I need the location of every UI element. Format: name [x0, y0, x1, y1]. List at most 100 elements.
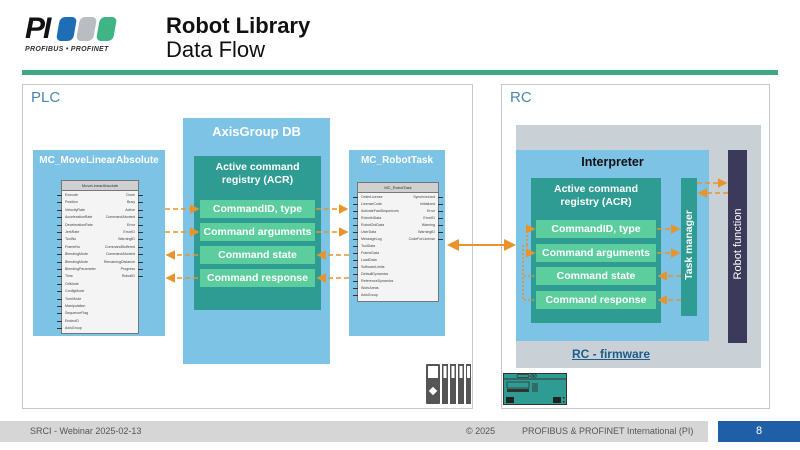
- interpreter-title: Interpreter: [581, 155, 644, 169]
- task-manager-label: Task manager: [683, 210, 695, 280]
- output-pin-label: CommandAborted: [105, 252, 135, 257]
- output-pin-tick: [138, 254, 143, 256]
- function-block-header: MC_RobotTask: [358, 183, 438, 193]
- axisgroup-db-title: AxisGroup DB: [212, 124, 301, 139]
- output-pin-tick: [138, 276, 143, 278]
- input-pin-label: ConfigMode: [65, 289, 85, 294]
- output-pin-tick: [438, 218, 443, 219]
- input-pin-tick: [57, 269, 62, 270]
- logo-square-gray: [75, 17, 98, 41]
- input-pin-label: ReferenceDynamics: [361, 279, 394, 283]
- robot-task-title: MC_RobotTask: [360, 155, 434, 166]
- move-linear-absolute-title: MC_MoveLinearAbsolute: [39, 155, 159, 166]
- input-pin-tick: [57, 254, 62, 256]
- output-pin-label: Warning: [421, 223, 435, 227]
- plc-acr-entry-command-arguments[interactable]: Command arguments: [200, 223, 315, 241]
- input-pin-label: VelocityRate: [65, 207, 85, 212]
- input-pin-label: Position: [65, 200, 78, 205]
- footer-organization: PROFIBUS & PROFINET International (PI): [522, 426, 694, 436]
- input-pin-tick: [353, 281, 358, 282]
- output-pin-label: RemainingDistance: [103, 259, 135, 264]
- input-pin-label: BlendingParameter: [65, 267, 96, 271]
- plc-hardware-icon: [425, 363, 471, 405]
- output-pin-label: RobotID: [121, 274, 135, 279]
- input-pin-tick: [353, 232, 358, 233]
- output-pin-tick: [138, 261, 143, 263]
- input-pin-tick: [353, 253, 358, 254]
- plc-label: PLC: [31, 89, 61, 106]
- output-pin-label: CommandAborted: [105, 215, 135, 220]
- output-pin-label: ErrorID: [123, 230, 135, 234]
- plc-acr-entry-command-state[interactable]: Command state: [200, 246, 315, 264]
- input-pin-tick: [57, 209, 62, 211]
- output-pin-tick: [438, 204, 443, 205]
- logo-square-green: [95, 17, 118, 41]
- output-pin-label: Error: [127, 222, 135, 227]
- plc-acr-registry: Active command registry (ACR) CommandID,…: [194, 156, 321, 310]
- input-pin-tick: [353, 218, 358, 219]
- input-pin-tick: [353, 239, 358, 240]
- rc-acr-entry-command-state[interactable]: Command state: [536, 267, 656, 285]
- input-pin-tick: [57, 276, 62, 278]
- input-pin-tick: [353, 260, 358, 261]
- output-pin-tick: [138, 246, 143, 248]
- output-pin-tick: [138, 269, 143, 270]
- output-pin-tick: [138, 195, 143, 196]
- input-pin-tick: [57, 283, 62, 285]
- rc-label: RC: [510, 89, 532, 106]
- rc-acr-entry-command-id[interactable]: CommandID, type: [536, 220, 656, 238]
- task-manager-block[interactable]: Task manager: [681, 178, 697, 316]
- input-pin-tick: [353, 225, 358, 226]
- input-pin-label: OriMode: [65, 281, 79, 286]
- output-pin-tick: [138, 217, 143, 219]
- input-pin-label: AxisGroup: [361, 293, 378, 297]
- rc-acr-entry-command-response[interactable]: Command response: [536, 291, 656, 309]
- input-pin-tick: [57, 217, 62, 219]
- input-pin-label: JerkRate: [65, 230, 80, 234]
- plc-acr-entry-command-response[interactable]: Command response: [200, 269, 315, 287]
- input-pin-label: Execute: [65, 193, 78, 197]
- output-pin-label: Active: [125, 207, 135, 212]
- page-number: 8: [718, 421, 800, 442]
- input-pin-tick: [353, 295, 358, 296]
- output-pin-tick: [138, 209, 143, 211]
- input-pin-label: ActivateFastSequences: [361, 209, 399, 213]
- rc-firmware-label: RC - firmware: [571, 347, 651, 361]
- footer-copyright: © 2025: [466, 426, 496, 436]
- output-pin-label: ErrorID: [423, 216, 435, 220]
- input-pin-label: SequenceFlag: [65, 311, 89, 316]
- rc-acr-title: Active command registry (ACR): [553, 183, 639, 208]
- page-subtitle: Data Flow: [166, 37, 266, 62]
- output-pin-label: Progress: [120, 267, 135, 271]
- input-pin-tick: [57, 298, 62, 300]
- input-pin-tick: [353, 267, 358, 268]
- input-pin-tick: [57, 246, 62, 248]
- input-pin-label: UserData: [361, 230, 377, 234]
- output-pin-label: Error: [427, 209, 435, 213]
- robot-function-block[interactable]: Robot function: [728, 150, 747, 343]
- output-pin-tick: [438, 211, 443, 212]
- input-pin-tick: [353, 204, 358, 205]
- output-pin-label: CommandBuffered: [104, 244, 135, 249]
- input-pin-label: EndeoID: [65, 318, 79, 323]
- input-pin-tick: [57, 328, 62, 330]
- input-pin-label: Time: [65, 274, 73, 279]
- axisgroup-db-block[interactable]: AxisGroup DB Active command registry (AC…: [183, 118, 330, 364]
- rc-acr-entry-command-arguments[interactable]: Command arguments: [536, 244, 656, 262]
- input-pin-label: OrderLicense: [361, 195, 383, 199]
- plc-acr-entry-command-id[interactable]: CommandID, type: [200, 200, 315, 218]
- input-pin-label: DefaultDynamics: [361, 272, 389, 276]
- input-pin-label: MessageLog: [361, 237, 382, 241]
- input-pin-label: BlendingMode: [65, 252, 88, 257]
- input-pin-label: LicenseCode: [361, 202, 382, 206]
- input-pin-tick: [353, 211, 358, 212]
- input-pin-label: DecelerationRate: [65, 222, 93, 227]
- input-pin-label: FrameNo: [65, 244, 80, 249]
- output-pin-label: Initialized: [420, 202, 435, 206]
- input-pin-tick: [353, 246, 358, 247]
- move-linear-absolute-block[interactable]: MC_MoveLinearAbsolute MoveLinearAbsolute…: [33, 150, 165, 336]
- output-pin-tick: [138, 232, 143, 233]
